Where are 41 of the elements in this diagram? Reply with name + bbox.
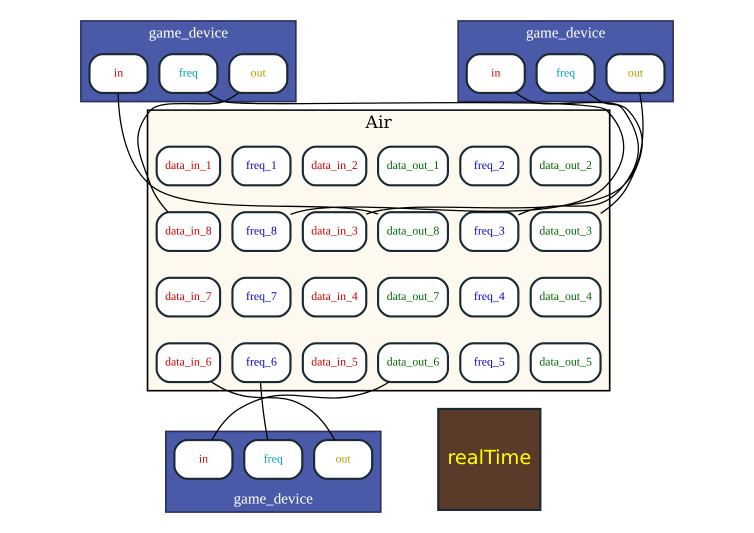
node-box: data_in_1 <box>156 146 222 186</box>
connector <box>211 382 336 440</box>
node-box: data_out_3 <box>530 211 602 252</box>
connector <box>117 93 378 215</box>
node-box: data_in_3 <box>302 211 368 252</box>
node-box: data_in_8 <box>156 211 222 252</box>
connector <box>260 382 268 440</box>
node-box: realTime <box>437 408 542 512</box>
node-box: data_out_2 <box>530 146 602 186</box>
node-box: out <box>605 53 666 94</box>
node-box: freq <box>243 439 304 480</box>
node-box: freq_2 <box>459 146 520 186</box>
node-box: out <box>313 439 374 480</box>
connector <box>137 92 239 213</box>
node-box: freq_3 <box>459 211 520 252</box>
node-box: data_in_7 <box>156 276 222 318</box>
connector <box>211 382 390 440</box>
node-box: data_out_1 <box>377 146 449 186</box>
node-box: data_out_7 <box>377 276 449 318</box>
node-box: data_in_6 <box>156 342 222 384</box>
node-box: data_out_5 <box>530 342 602 384</box>
node-box: freq_8 <box>231 211 292 252</box>
node-box: out <box>228 53 288 94</box>
node-box: data_out_6 <box>377 342 449 384</box>
connector <box>366 93 644 215</box>
node-box: data_in_4 <box>302 276 368 318</box>
node-box: data_out_4 <box>530 276 602 318</box>
node-box: freq_4 <box>459 276 520 318</box>
node-box: freq_5 <box>459 342 520 384</box>
node-box: data_in_2 <box>302 146 368 186</box>
node-box: in <box>173 439 234 480</box>
node-box: freq <box>158 53 218 94</box>
connector <box>208 92 624 216</box>
node-box: in <box>88 53 149 94</box>
node-box: data_in_5 <box>302 342 368 384</box>
node-box: freq_1 <box>231 146 292 186</box>
node-box: freq <box>536 53 596 94</box>
node-box: data_out_8 <box>377 211 449 252</box>
node-box: freq_6 <box>231 342 292 384</box>
node-box: in <box>466 53 526 94</box>
node-box: freq_7 <box>231 276 292 318</box>
